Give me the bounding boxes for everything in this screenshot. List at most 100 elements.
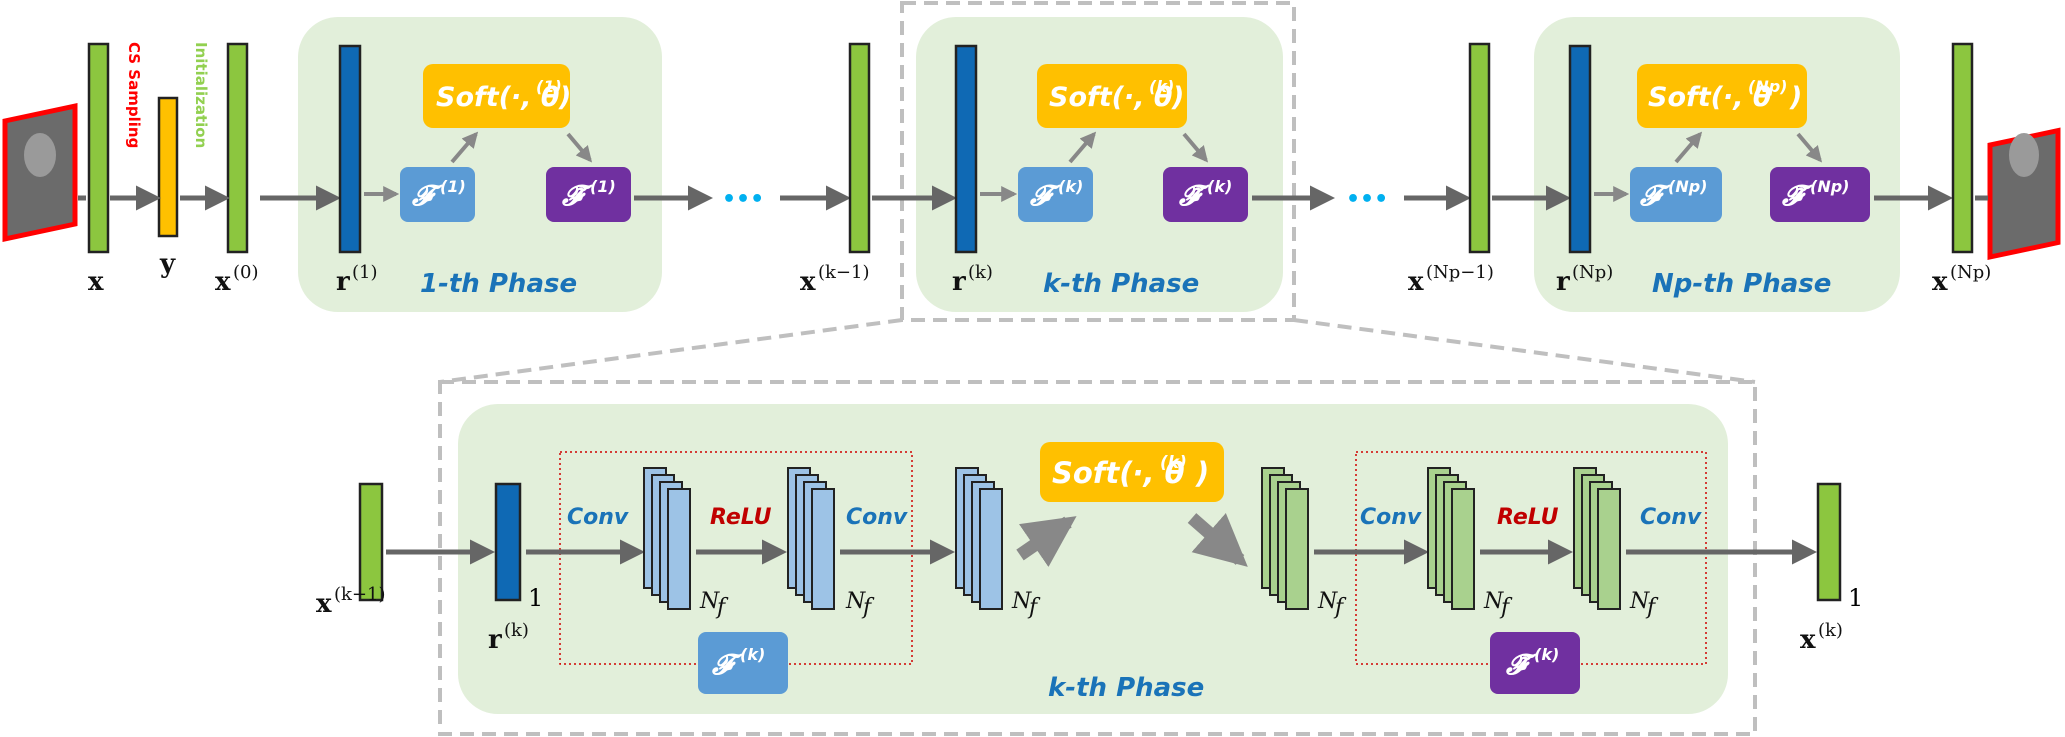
detail-nf-3: N — [1011, 589, 1032, 614]
detail-xk-one: 1 — [1848, 584, 1863, 612]
phase-k-background — [916, 17, 1283, 312]
phase-1: r (1) Soft(·, θ (1) ) 𝓕 (1) 𝓕̃ (1) 1-th … — [336, 44, 631, 299]
phase-1-ft-box — [546, 167, 631, 222]
phase-k-name: k-th Phase — [1043, 269, 1199, 299]
phase-np-soft-box — [1637, 64, 1807, 128]
detail-xk1-label: x — [316, 589, 332, 619]
phase-k-soft-close: ) — [1171, 82, 1184, 113]
phase-np-soft-sup: (Np) — [1748, 77, 1787, 96]
label-xnp: x — [1932, 267, 1948, 297]
phase-k-r-bar — [954, 44, 978, 254]
input-image — [2, 103, 78, 242]
xnp1-bar — [1468, 42, 1491, 254]
phase-1-r-sup: (1) — [352, 262, 378, 283]
x-bar — [87, 42, 110, 254]
xnp-bar — [1951, 42, 1974, 254]
detail-f-box — [698, 632, 788, 694]
phase-k-soft-sup: (k) — [1149, 77, 1174, 96]
phase-np-name: Np-th Phase — [1652, 269, 1831, 299]
detail-feature-stack-5 — [1427, 467, 1475, 610]
phase-1-r-label: r — [336, 267, 350, 297]
detail-xk-sup: (k) — [1818, 620, 1843, 641]
detail-soft-sup: (k) — [1160, 453, 1187, 473]
cs-sampling-text: CS Sampling — [125, 42, 143, 148]
detail-xk1-sup: (k−1) — [334, 584, 386, 605]
detail-r-sup: (k) — [504, 620, 529, 641]
detail-conv-1: Conv — [567, 505, 629, 530]
phase-np-ft-box — [1770, 167, 1870, 222]
phase-k-r-sup: (k) — [968, 262, 993, 283]
detail-feature-stack-1 — [643, 467, 691, 610]
detail-feature-stack-6 — [1573, 467, 1621, 610]
detail-nf-4: N — [1317, 589, 1338, 614]
zoom-line-right — [1293, 318, 1756, 384]
detail-xk-label: x — [1800, 625, 1816, 655]
phase-np-r-label: r — [1556, 267, 1570, 297]
ellipsis-2: ••• — [1346, 187, 1388, 212]
zoom-line-left — [439, 318, 903, 384]
phase-k-f-sup: (k) — [1058, 177, 1083, 196]
detail-relu-2: ReLU — [1497, 505, 1559, 530]
label-x0: x — [215, 267, 231, 297]
detail-conv-4: Conv — [1640, 505, 1702, 530]
detail-xk1-bar — [358, 482, 384, 602]
label-y: y — [159, 249, 176, 279]
detail-ft-box — [1490, 632, 1580, 694]
detail-nf-5: N — [1483, 589, 1504, 614]
detail-nf-2: N — [845, 589, 866, 614]
detail-xk-bar — [1816, 482, 1842, 602]
phase-np-background — [1534, 17, 1900, 312]
detail-nf-1: N — [699, 589, 720, 614]
phase-1-soft-sup: (1) — [536, 77, 562, 96]
phase-np-ft-sup: (Np) — [1810, 177, 1849, 196]
detail-phase-name: k-th Phase — [1048, 673, 1204, 703]
x0-bar — [226, 42, 249, 254]
detail-soft-box — [1040, 442, 1224, 502]
phase-np-f-box — [1630, 167, 1722, 222]
phase-1-soft-box — [423, 64, 570, 128]
detail-arrow-from-soft — [1187, 513, 1248, 567]
detail-feature-stack-3 — [955, 467, 1003, 610]
label-x: x — [88, 267, 104, 297]
label-xnp1-sup: (Np−1) — [1426, 262, 1494, 283]
initialization-text: Initialization — [192, 42, 210, 148]
phase-k: r (k) Soft(·, θ (k) ) 𝓕 (k) 𝓕̃ (k) k-th … — [952, 44, 1248, 299]
phase-np-r-bar — [1568, 44, 1592, 254]
phase-np-r-sup: (Np) — [1572, 262, 1613, 283]
phase-k-f-box — [1018, 167, 1093, 222]
detail-conv-3: Conv — [1360, 505, 1422, 530]
detail-ft-sup: (k) — [1534, 645, 1559, 664]
y-bar — [157, 96, 179, 238]
phase-k-soft-box — [1037, 64, 1187, 128]
detail-feature-stack-2 — [787, 467, 835, 610]
zoom-source-frame — [900, 1, 1296, 322]
phase-np-soft-close: ) — [1789, 82, 1802, 113]
phase-k-ft-sup: (k) — [1207, 177, 1232, 196]
phase-1-soft-close: ) — [558, 82, 571, 113]
phase-np-f-sup: (Np) — [1668, 177, 1707, 196]
phase-1-r-bar — [338, 44, 362, 254]
phase-np-soft-text: Soft(·, θ — [1648, 82, 1771, 113]
detail-feature-stack-4 — [1261, 467, 1309, 610]
detail-arrow-to-soft — [1016, 516, 1077, 567]
phase-k-soft-text: Soft(·, θ — [1049, 82, 1172, 113]
ellipsis-1: ••• — [722, 187, 764, 212]
xk1-bar — [848, 42, 871, 254]
phase-1-name: 1-th Phase — [420, 269, 577, 299]
label-xnp-sup: (Np) — [1950, 262, 1991, 283]
phase-1-ft-sup: (1) — [590, 177, 616, 196]
phase-1-soft-text: Soft(·, θ — [436, 82, 559, 113]
phase-1-f-box — [400, 167, 475, 222]
label-x0-sup: (0) — [233, 262, 259, 283]
phase-1-f-sup: (1) — [440, 177, 466, 196]
label-xnp1: x — [1408, 267, 1424, 297]
detail-conv-2: Conv — [846, 505, 908, 530]
phase-np: r (Np) Soft(·, θ (Np) ) 𝓕 (Np) 𝓕̃ (Np) N… — [1556, 44, 1870, 299]
detail-soft-text: Soft(·, θ — [1052, 456, 1185, 490]
phase-k-ft-box — [1163, 167, 1248, 222]
zoom-detail-frame — [438, 380, 1757, 736]
detail-f-sup: (k) — [740, 645, 765, 664]
detail-r-bar — [494, 482, 522, 602]
